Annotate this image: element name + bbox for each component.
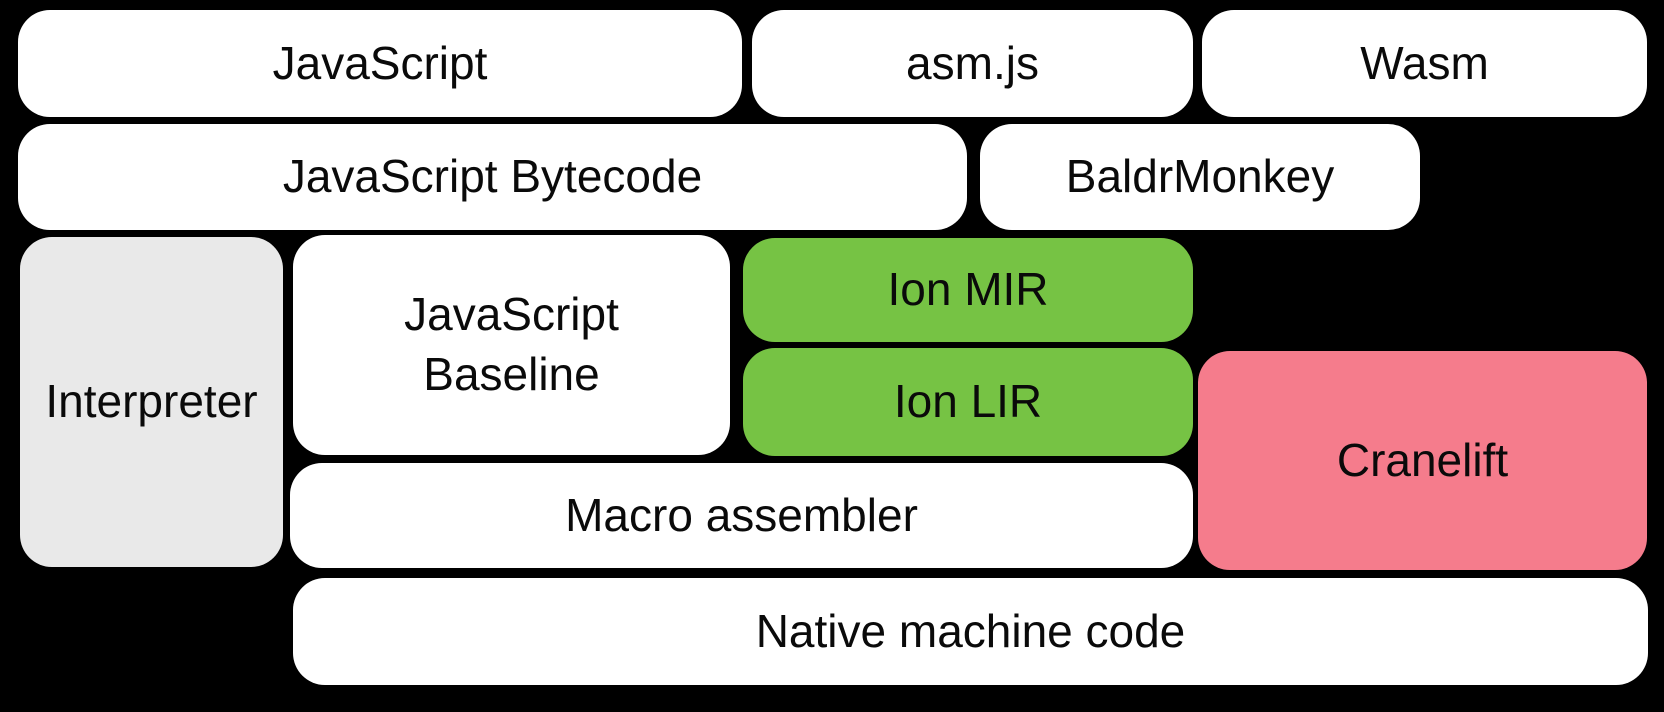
box-baldrmonkey-label: BaldrMonkey (1065, 150, 1335, 203)
box-native-machine-code-label: Native machine code (755, 604, 1186, 657)
box-wasm-label: Wasm (1360, 36, 1489, 89)
box-javascript: JavaScript (18, 10, 742, 117)
box-wasm: Wasm (1202, 10, 1647, 117)
box-cranelift: Cranelift (1198, 351, 1647, 570)
box-asmjs-label: asm.js (906, 36, 1039, 89)
box-javascript-bytecode: JavaScript Bytecode (18, 124, 967, 230)
box-interpreter: Interpreter (20, 237, 283, 567)
box-ion-lir-label: Ion LIR (893, 375, 1043, 428)
box-native-machine-code: Native machine code (293, 578, 1648, 685)
box-macro-assembler: Macro assembler (290, 463, 1193, 568)
box-javascript-baseline-label: JavaScript Baseline (404, 288, 619, 400)
box-ion-mir: Ion MIR (743, 238, 1193, 342)
box-javascript-bytecode-label: JavaScript Bytecode (282, 150, 703, 203)
box-ion-lir: Ion LIR (743, 348, 1193, 456)
box-cranelift-label: Cranelift (1336, 433, 1509, 486)
box-baldrmonkey: BaldrMonkey (980, 124, 1420, 230)
box-javascript-baseline: JavaScript Baseline (293, 235, 730, 455)
box-javascript-label: JavaScript (272, 36, 488, 89)
box-asmjs: asm.js (752, 10, 1193, 117)
box-macro-assembler-label: Macro assembler (565, 488, 918, 541)
box-ion-mir-label: Ion MIR (887, 263, 1049, 316)
box-interpreter-label: Interpreter (45, 375, 258, 428)
